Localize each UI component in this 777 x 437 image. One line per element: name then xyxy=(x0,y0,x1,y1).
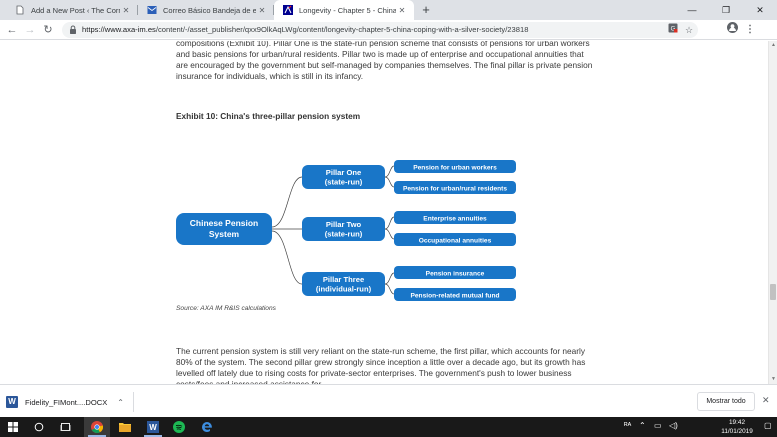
pillar-three-subtitle: (individual-run) xyxy=(316,285,372,294)
pillar-two-title: Pillar Two xyxy=(326,220,362,229)
download-item[interactable]: W Fidelity_FIMont....DOCX ⌃ xyxy=(6,392,124,412)
search-icon[interactable] xyxy=(26,417,52,437)
pillar-one-node: Pillar One (state-run) xyxy=(302,165,385,189)
leaf-occupational-annuities: Occupational annuities xyxy=(394,233,516,246)
chrome-icon[interactable] xyxy=(84,417,110,437)
leaf-label: Pension for urban/rural residents xyxy=(403,186,507,193)
pillar-three-node: Pillar Three (individual-run) xyxy=(302,272,385,296)
download-shelf: W Fidelity_FIMont....DOCX ⌃ Mostrar todo… xyxy=(0,384,777,417)
profile-icon[interactable] xyxy=(724,22,740,38)
leaf-urban-workers: Pension for urban workers xyxy=(394,160,516,173)
leaf-enterprise-annuities: Enterprise annuities xyxy=(394,211,516,224)
browser-toolbar: ← → ↻ https://www.axa-im.es/content/-/as… xyxy=(0,20,777,40)
pillar-two-subtitle: (state-run) xyxy=(325,230,363,239)
tab-title: Add a New Post ‹ The Corner — xyxy=(31,5,120,15)
leaf-urban-rural-residents: Pension for urban/rural residents xyxy=(394,181,516,194)
back-icon[interactable]: ← xyxy=(6,24,18,36)
tab-add-new-post[interactable]: Add a New Post ‹ The Corner — ✕ xyxy=(6,0,138,20)
root-node: Chinese Pension System xyxy=(176,213,272,245)
lock-icon[interactable] xyxy=(69,25,77,35)
leaf-label: Pension for urban workers xyxy=(413,165,497,172)
windows-start-icon[interactable] xyxy=(0,417,26,437)
volume-icon[interactable]: ◁) xyxy=(669,421,678,430)
close-icon[interactable]: ✕ xyxy=(122,5,130,15)
pillar-one-subtitle: (state-run) xyxy=(325,178,363,187)
close-icon[interactable]: ✕ xyxy=(398,5,406,15)
file-explorer-icon[interactable] xyxy=(112,417,138,437)
word-icon[interactable]: W xyxy=(140,417,166,437)
leaf-label: Pension-related mutual fund xyxy=(410,293,499,300)
leaf-label: Enterprise annuities xyxy=(423,216,487,223)
show-all-downloads-button[interactable]: Mostrar todo xyxy=(697,392,755,411)
axa-icon xyxy=(283,5,293,15)
page-viewport: compositions (Exhibit 10). Pillar One is… xyxy=(0,41,777,384)
url-text[interactable]: https://www.axa-im.es/content/-/asset_pu… xyxy=(82,25,529,34)
network-icon[interactable]: ▭ xyxy=(654,421,662,430)
tab-correo[interactable]: Correo Básico Bandeja de entrada ✕ xyxy=(138,0,274,20)
people-icon[interactable]: ᴿᴬ xyxy=(624,421,632,430)
connector-lines xyxy=(271,165,395,295)
chevron-up-icon[interactable]: ⌃ xyxy=(117,397,124,407)
divider xyxy=(133,392,134,412)
vertical-scrollbar[interactable]: ▲ ▼ xyxy=(768,41,777,384)
scroll-up-icon[interactable]: ▲ xyxy=(771,42,776,48)
source-note: Source: AXA IM R&IS calculations xyxy=(176,305,276,312)
pillar-two-node: Pillar Two (state-run) xyxy=(302,217,385,241)
tab-title: Correo Básico Bandeja de entrada xyxy=(163,5,256,15)
leaf-label: Occupational annuities xyxy=(419,238,492,245)
pillar-one-title: Pillar One xyxy=(326,168,361,177)
new-tab-button[interactable]: + xyxy=(422,2,430,17)
reload-icon[interactable]: ↻ xyxy=(43,24,53,36)
tab-title: Longevity - Chapter 5 - China: Co xyxy=(299,5,396,15)
system-clock[interactable]: 19:42 11/01/2019 xyxy=(717,418,757,436)
svg-text:W: W xyxy=(149,423,157,432)
root-label-line1: Chinese Pension xyxy=(190,218,259,228)
notifications-icon[interactable]: ▢ xyxy=(764,421,772,430)
forward-icon[interactable]: → xyxy=(24,24,36,36)
pillar-three-title: Pillar Three xyxy=(323,275,364,284)
download-file-name: Fidelity_FIMont....DOCX xyxy=(25,397,108,407)
close-icon[interactable]: ✕ xyxy=(762,395,770,405)
translate-icon[interactable]: G xyxy=(666,23,680,37)
leaf-label: Pension insurance xyxy=(426,271,485,278)
paragraph-pension-composition: compositions (Exhibit 10). Pillar One is… xyxy=(176,41,593,81)
menu-icon[interactable]: ⋮ xyxy=(745,24,755,35)
page-icon xyxy=(16,5,24,15)
scrollbar-thumb[interactable] xyxy=(770,284,776,300)
leaf-pension-insurance: Pension insurance xyxy=(394,266,516,279)
minimize-button[interactable]: — xyxy=(687,5,697,15)
close-icon[interactable]: ✕ xyxy=(258,5,266,15)
pension-pillar-diagram: Chinese Pension System Pillar One (state… xyxy=(176,160,516,301)
clock-time: 19:42 xyxy=(729,419,745,426)
close-window-button[interactable]: ✕ xyxy=(756,5,764,15)
address-bar[interactable]: https://www.axa-im.es/content/-/asset_pu… xyxy=(62,22,698,38)
clock-date: 11/01/2019 xyxy=(721,428,753,435)
paragraph-current-system: The current pension system is still very… xyxy=(176,346,586,384)
word-document-icon: W xyxy=(6,396,18,408)
windows-taskbar: W ᴿᴬ ⌃ ▭ ◁) 19:42 11/01/2019 ▢ xyxy=(0,417,777,437)
exhibit-title: Exhibit 10: China's three-pillar pension… xyxy=(176,111,361,121)
svg-text:G: G xyxy=(671,27,676,33)
spotify-icon[interactable] xyxy=(166,417,192,437)
edge-icon[interactable] xyxy=(194,417,220,437)
tab-longevity[interactable]: Longevity - Chapter 5 - China: Co ✕ xyxy=(274,0,414,20)
tab-strip: Add a New Post ‹ The Corner — ✕ Correo B… xyxy=(0,0,777,20)
task-view-icon[interactable] xyxy=(52,417,78,437)
mail-icon xyxy=(147,6,157,14)
scroll-down-icon[interactable]: ▼ xyxy=(771,376,776,382)
chevron-up-icon[interactable]: ⌃ xyxy=(639,421,646,430)
leaf-mutual-fund: Pension-related mutual fund xyxy=(394,288,516,301)
bookmark-star-icon[interactable]: ☆ xyxy=(684,25,694,35)
maximize-button[interactable]: ❐ xyxy=(721,5,731,15)
root-label-line2: System xyxy=(209,229,240,239)
